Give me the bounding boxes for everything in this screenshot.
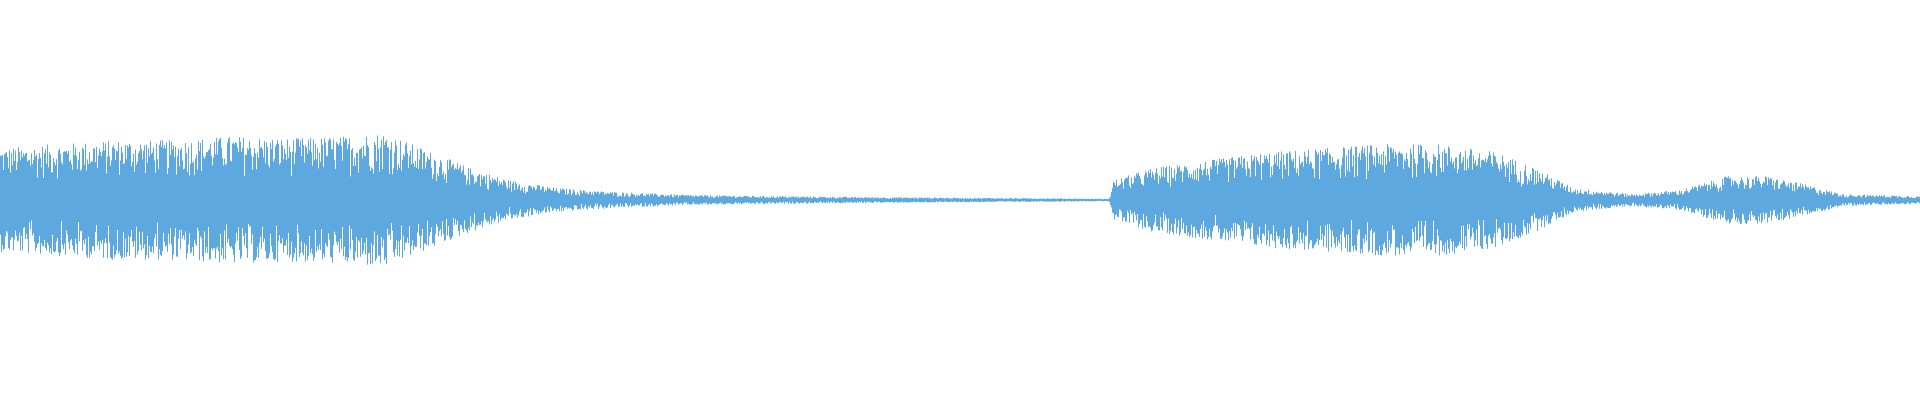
- audio-waveform: [0, 135, 1920, 265]
- waveform-graphic: [0, 135, 1920, 265]
